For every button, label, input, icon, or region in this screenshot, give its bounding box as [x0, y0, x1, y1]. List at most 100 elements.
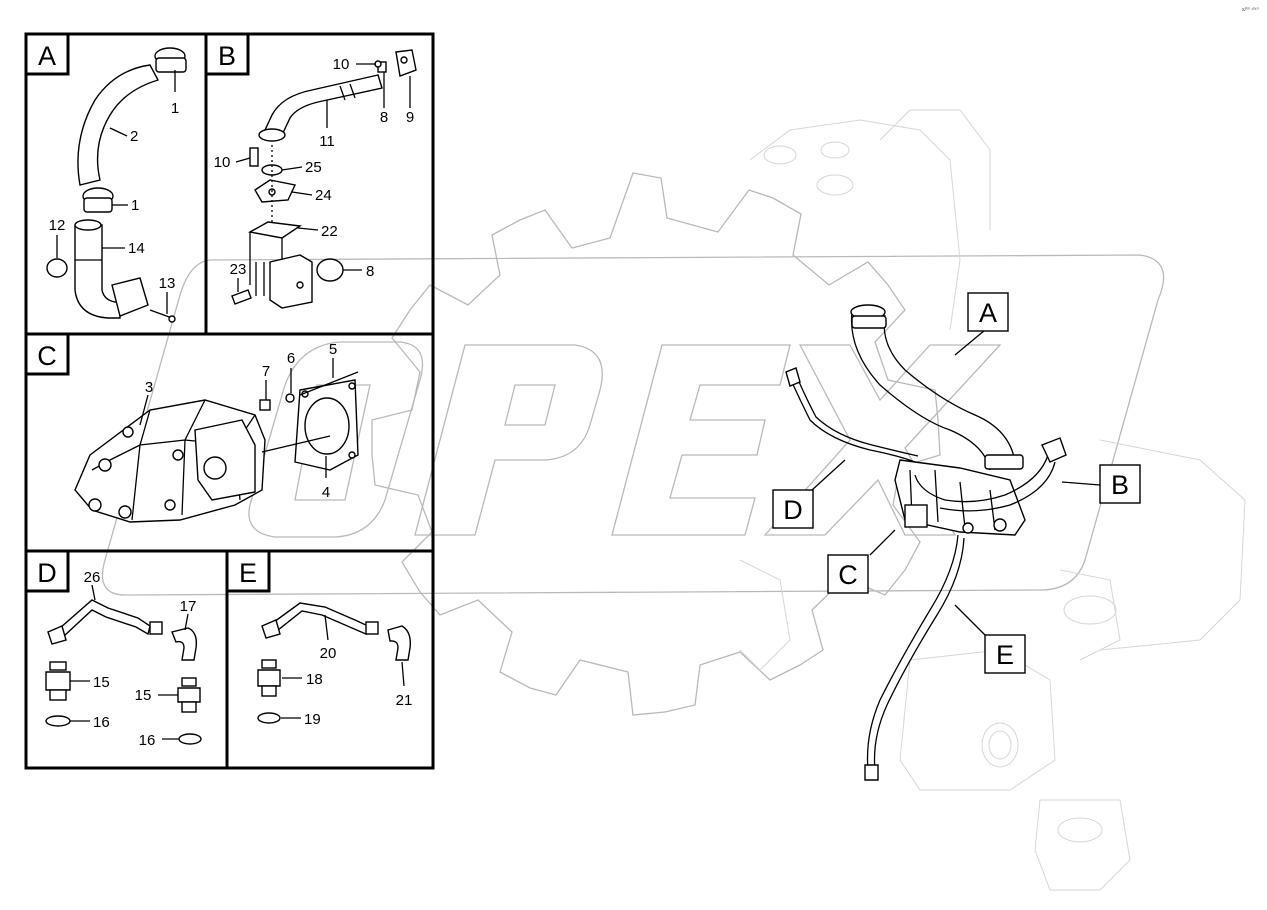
leader — [235, 157, 251, 163]
overview-bolt-icon — [962, 522, 974, 534]
adapter-thread-icon — [49, 689, 67, 701]
callout: 21 — [396, 692, 413, 709]
leader — [297, 227, 319, 231]
leader — [109, 127, 128, 137]
callout: 23 — [230, 261, 247, 278]
port-icon — [118, 505, 132, 519]
adapter-thread-icon — [261, 685, 277, 697]
corner-code: x/⁰⁰ ¹⁰¹⁰ — [1242, 7, 1259, 13]
bolt-head-icon — [172, 449, 184, 461]
hose-fitting-icon — [365, 621, 379, 635]
callout: 24 — [315, 187, 332, 204]
adapter-icon — [181, 677, 197, 687]
ghost-port — [1063, 595, 1117, 625]
callout: 8 — [366, 263, 374, 280]
callout: 17 — [180, 598, 197, 615]
callout: 15 — [93, 674, 110, 691]
callout: 26 — [84, 569, 101, 586]
panel-b-tag — [204, 32, 250, 76]
overview-label-d-box — [772, 489, 814, 529]
overview-label-e-box — [984, 634, 1026, 674]
gasket-bore — [304, 397, 350, 455]
pump-flange-icon — [194, 419, 256, 501]
seal-ring-icon — [45, 715, 71, 727]
ghost-port — [763, 145, 797, 165]
leader — [281, 166, 303, 171]
overview-clamp-icon — [984, 454, 1024, 470]
elbow-fitting-icon — [171, 627, 198, 661]
leader-d — [811, 459, 846, 491]
panel-a-tag — [24, 32, 70, 76]
panel-e-letter: E — [239, 558, 257, 588]
leader-e — [954, 604, 986, 636]
assembly-axis — [261, 435, 331, 453]
ghost-port — [1057, 817, 1103, 843]
overview-hose-a — [850, 311, 1016, 471]
adapter-thread-icon — [181, 701, 197, 713]
panel-d: D 26 17 15 15 16 16 — [24, 549, 202, 749]
hose-icon — [59, 599, 151, 638]
overview-label-a: A — [979, 298, 997, 328]
elbow-fitting-icon — [387, 625, 412, 661]
ghost-gauge — [981, 722, 1019, 768]
flange-icon — [111, 277, 149, 317]
hose-icon — [264, 74, 383, 136]
ghost-port — [820, 141, 850, 159]
callout: 20 — [320, 645, 337, 662]
valve-detail — [255, 262, 265, 296]
ghost-housing — [749, 119, 961, 331]
adapter-icon — [49, 661, 67, 671]
watermark-letter-p — [414, 344, 603, 536]
adapter-icon — [177, 687, 201, 703]
panel-d-tag — [24, 549, 70, 593]
hose-icon — [273, 602, 369, 635]
ghost-port — [816, 174, 854, 196]
port-icon — [88, 498, 102, 512]
overview-label-c: C — [838, 560, 858, 590]
overview-fitting-icon — [864, 764, 879, 781]
callout: 25 — [305, 159, 322, 176]
panel-b: B 10 8 9 — [204, 32, 417, 309]
bolt-hole-icon — [348, 382, 356, 390]
watermark-gear — [371, 172, 941, 716]
machine-overview: A B C D E — [739, 109, 1246, 891]
overview-clamp-icon — [851, 315, 887, 329]
washer-icon — [285, 393, 295, 403]
ghost-gauge — [988, 730, 1012, 760]
hose-fitting-icon — [258, 128, 286, 142]
overview-bolt-icon — [993, 518, 1007, 532]
leader — [401, 661, 405, 687]
pump-shaft-icon — [203, 456, 227, 480]
callout: 16 — [139, 732, 156, 749]
overview-hose-e — [866, 534, 965, 771]
leader — [324, 614, 329, 641]
overview-label-a-box — [967, 292, 1009, 332]
leader — [291, 191, 313, 196]
hose-band — [339, 85, 346, 101]
panel-e-tag — [225, 549, 271, 593]
bolt-hole-icon — [348, 451, 356, 459]
adapter-icon — [257, 669, 281, 687]
panel-e: E 20 18 21 19 — [225, 549, 413, 728]
overview-pump-block — [904, 504, 928, 528]
callout: 13 — [159, 275, 176, 292]
overview-fitting-icon — [1041, 437, 1067, 463]
callout: 7 — [262, 363, 270, 380]
callout: 14 — [128, 240, 145, 257]
callout: 19 — [304, 711, 321, 728]
panel-b-letter: B — [218, 41, 236, 71]
watermark-bar — [101, 254, 1165, 596]
overview-fitting-icon — [785, 367, 801, 387]
panel-d-letter: D — [37, 558, 57, 588]
panel-c: C 3 7 6 5 4 — [24, 332, 359, 523]
ghost-housing-2 — [879, 109, 991, 230]
panel-a: A 1 2 1 12 14 13 — [24, 32, 187, 323]
hose-fitting-icon — [149, 621, 163, 635]
bolt-icon — [249, 147, 259, 167]
callout: 5 — [329, 341, 337, 358]
callout: 10 — [333, 56, 350, 73]
bolt-icon — [231, 289, 252, 305]
overview-hose-b — [914, 454, 1056, 512]
hose-fitting-icon — [47, 625, 67, 645]
